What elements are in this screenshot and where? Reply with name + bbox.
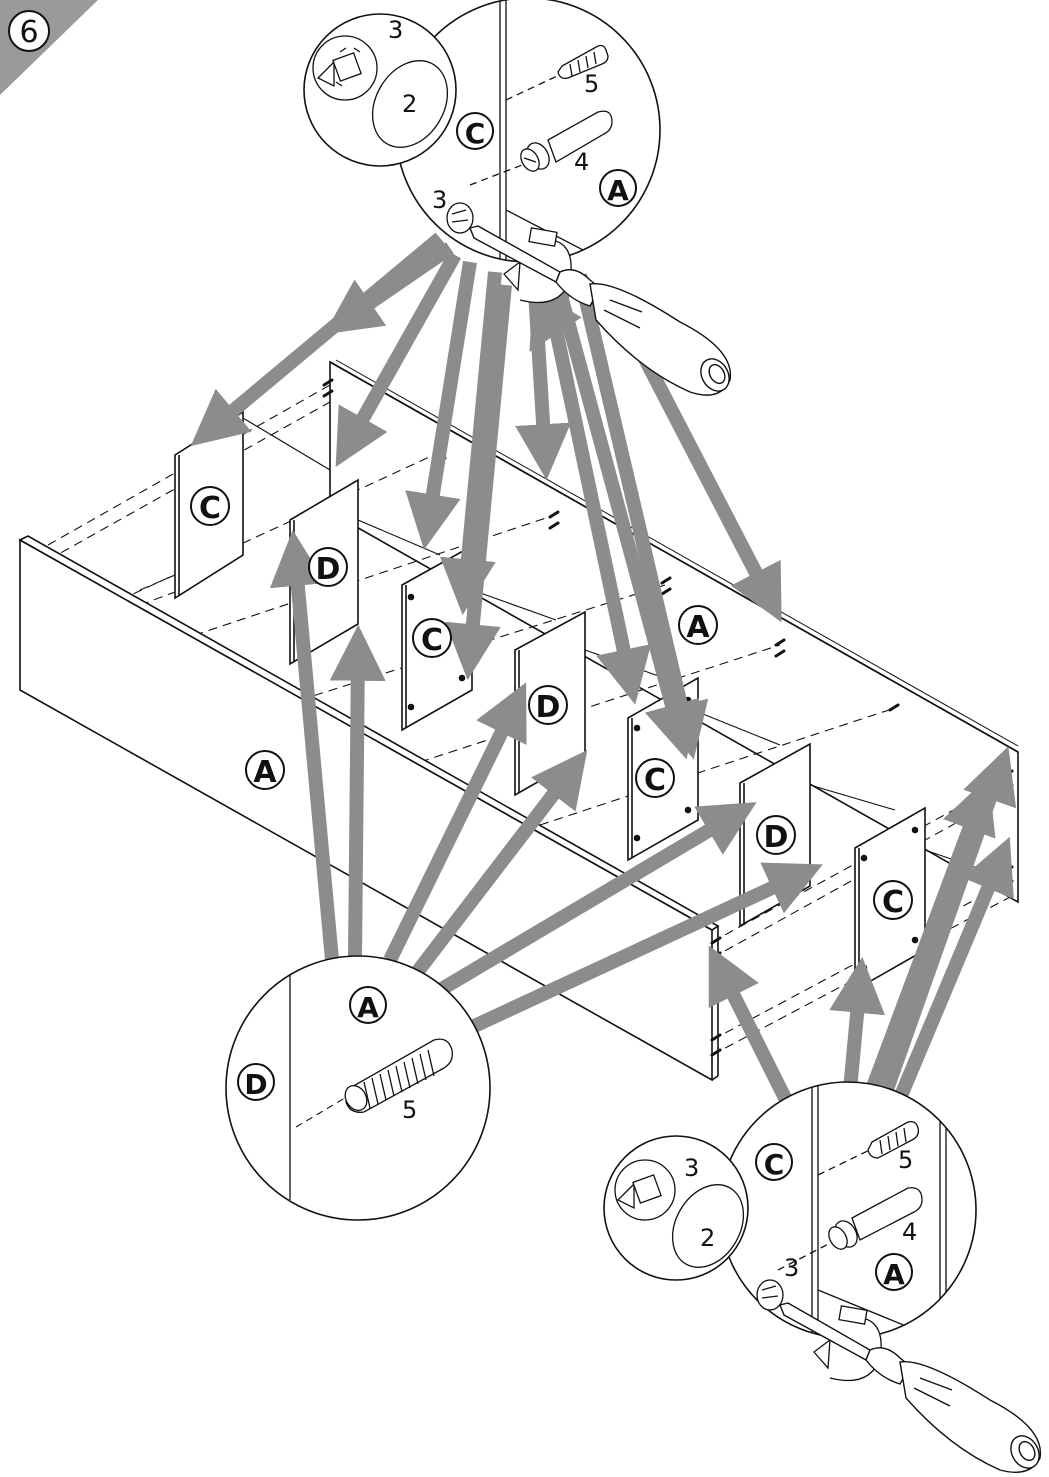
detail-bottom-right-inset: 3 2 [603, 1135, 749, 1281]
panel-label-markers: C D C A D A C D [190, 486, 913, 920]
svg-text:A: A [686, 610, 710, 645]
part-number-5: 5 [898, 1146, 913, 1174]
svg-text:C: C [882, 885, 904, 920]
svg-text:D: D [244, 1068, 267, 1101]
step-corner-badge: 6 [0, 0, 98, 95]
label-panel-5: C [635, 758, 675, 798]
label-back-panel: A [678, 605, 718, 645]
label-c-bottom-right: C [755, 1143, 793, 1181]
cam-bolt-icon [520, 110, 613, 172]
label-panel-1: C [190, 486, 230, 526]
dowel-icon [867, 1120, 920, 1159]
step-number: 6 [19, 15, 38, 50]
label-a-bottom-right: A [875, 1253, 913, 1291]
cam-lock-icon [316, 47, 362, 88]
label-c-top: C [456, 112, 494, 150]
svg-text:C: C [644, 763, 666, 798]
label-panel-4: D [528, 685, 568, 725]
label-panel-6: D [756, 815, 796, 855]
part-number-3: 3 [432, 186, 447, 214]
label-d-bottom-left: D [237, 1063, 275, 1101]
front-panel [18, 535, 720, 1082]
inset-part-2: 2 [402, 90, 417, 118]
detail-top: 5 4 3 C A 3 2 [303, 0, 732, 396]
part-number-4: 4 [574, 148, 589, 176]
label-a-top: A [599, 169, 637, 207]
inset-part-3: 3 [684, 1154, 699, 1182]
cam-lock-icon [446, 202, 474, 234]
inset-part-2: 2 [700, 1224, 715, 1252]
detail-bottom-left: 5 A D [225, 955, 491, 1221]
svg-text:A: A [357, 991, 379, 1024]
detail-bottom-right: 5 4 3 C A 3 2 [603, 1081, 1042, 1473]
dowel-icon [344, 1038, 453, 1113]
svg-text:C: C [465, 117, 486, 150]
part-number-5: 5 [402, 1096, 417, 1124]
cam-bolt-icon [828, 1187, 923, 1250]
cabinet-frame [18, 359, 1019, 1082]
label-a-bottom-left: A [349, 986, 387, 1024]
label-panel-3: C [412, 618, 452, 658]
inset-part-3: 3 [388, 16, 403, 44]
cam-lock-icon [616, 1174, 662, 1210]
dowel-icon [557, 44, 609, 80]
screwdriver-icon [779, 1302, 1042, 1473]
svg-text:C: C [421, 623, 443, 658]
part-number-4: 4 [902, 1218, 917, 1246]
svg-text:A: A [607, 174, 629, 207]
svg-text:C: C [199, 491, 221, 526]
part-number-3: 3 [784, 1254, 799, 1282]
svg-text:D: D [316, 552, 341, 587]
label-front-panel: A [245, 750, 285, 790]
screwdriver-icon [469, 225, 732, 396]
label-panel-7: C [873, 880, 913, 920]
cam-lock-icon [756, 1279, 784, 1311]
svg-text:C: C [764, 1148, 785, 1181]
direction-arrows [190, 232, 1017, 1102]
svg-text:A: A [253, 755, 277, 790]
detail-top-inset: 3 2 [303, 13, 457, 167]
part-number-5: 5 [584, 70, 599, 98]
label-panel-2: D [308, 547, 348, 587]
svg-text:D: D [536, 690, 561, 725]
svg-text:A: A [883, 1258, 905, 1291]
svg-text:D: D [764, 820, 789, 855]
